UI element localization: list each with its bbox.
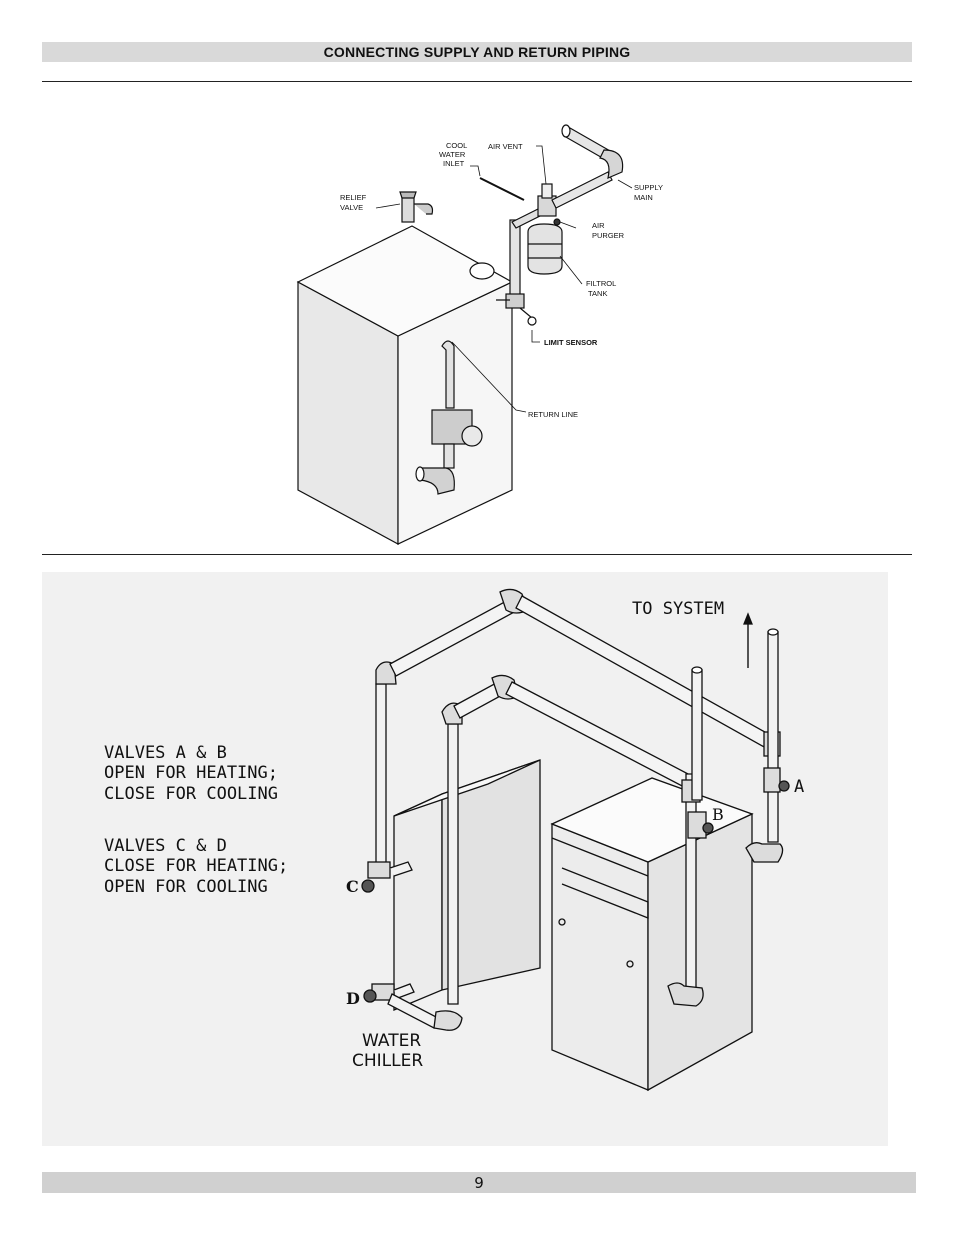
middle-divider	[42, 554, 912, 555]
page-footer: 9	[42, 1172, 916, 1193]
cool-water-inlet-pipe	[479, 177, 525, 201]
return-line-pipe	[441, 340, 455, 409]
cool-water-inlet-label-1: COOL	[446, 141, 467, 150]
relief-valve-body	[401, 195, 415, 223]
supply-main-pipe	[551, 171, 613, 209]
note-cd-line-3: OPEN FOR COOLING	[104, 877, 268, 897]
outer-loop-elbow-left	[375, 661, 397, 685]
note-ab-line-3: CLOSE FOR COOLING	[104, 784, 278, 804]
outer-loop-top-left	[389, 597, 519, 677]
note-cd-line-1: VALVES C & D	[104, 836, 227, 856]
boiler-piping-diagram: COOL WATER INLET AIR VENT SUPPLY MAIN RE…	[296, 124, 663, 546]
relief-valve-outlet	[414, 203, 434, 215]
supply-riser	[509, 219, 521, 297]
section-title: CONNECTING SUPPLY AND RETURN PIPING	[323, 44, 631, 60]
chiller-piping-figure: TO SYSTEM VALVES A & B OPEN FOR HEATING;…	[42, 572, 888, 1146]
to-system-riser	[767, 631, 779, 843]
valve-b-label: B	[712, 805, 724, 824]
outer-loop-left-riser	[375, 683, 387, 867]
filtrol-tank-label-2: TANK	[588, 289, 607, 298]
boiler-top-port	[469, 262, 495, 280]
return-elbow	[419, 467, 455, 495]
section-header: CONNECTING SUPPLY AND RETURN PIPING	[42, 42, 912, 62]
water-chiller-label-2: CHILLER	[352, 1051, 423, 1071]
limit-sensor-mark	[527, 316, 537, 326]
cool-water-inlet-label-2: WATER	[439, 150, 466, 159]
top-divider	[42, 81, 912, 82]
page-number: 9	[474, 1173, 484, 1192]
chiller-front-face	[393, 792, 443, 1011]
inner-loop-right-riser	[685, 773, 697, 993]
boiler-front	[551, 823, 649, 1091]
valve-a-label: A	[794, 777, 804, 797]
limit-sensor-label: LIMIT SENSOR	[544, 338, 598, 347]
supply-main-label-1: SUPPLY	[634, 183, 663, 192]
to-system-label: TO SYSTEM	[632, 599, 724, 619]
note-ab-line-1: VALVES A & B	[104, 743, 227, 763]
air-vent-body	[541, 183, 553, 199]
relief-valve-label-1: RELIEF	[340, 193, 367, 202]
boiler-piping-figure: COOL WATER INLET AIR VENT SUPPLY MAIN RE…	[0, 82, 954, 554]
filtrol-tank	[527, 223, 563, 275]
air-vent-label: AIR VENT	[488, 142, 523, 151]
return-line-label: RETURN LINE	[528, 410, 578, 419]
air-purger-label-2: PURGER	[592, 231, 625, 240]
chiller-piping-diagram: TO SYSTEM VALVES A & B OPEN FOR HEATING;…	[104, 588, 804, 1092]
valve-c-body	[367, 861, 391, 879]
inner-loop-left-riser	[447, 723, 459, 1005]
inner-riser-b	[691, 669, 703, 801]
supply-main-elbow	[599, 149, 624, 180]
air-purger-label-1: AIR	[592, 221, 605, 230]
supply-main-label-2: MAIN	[634, 193, 653, 202]
filtrol-tank-label-1: FILTROL	[586, 279, 616, 288]
cool-water-inlet-label-3: INLET	[443, 159, 465, 168]
valve-d-label: D	[346, 989, 360, 1008]
note-ab-line-2: OPEN FOR HEATING;	[104, 763, 278, 783]
water-chiller-label-1: WATER	[362, 1031, 421, 1051]
relief-valve-label-2: VALVE	[340, 203, 363, 212]
note-cd-line-2: CLOSE FOR HEATING;	[104, 856, 288, 876]
valve-c-label: C	[346, 877, 359, 896]
